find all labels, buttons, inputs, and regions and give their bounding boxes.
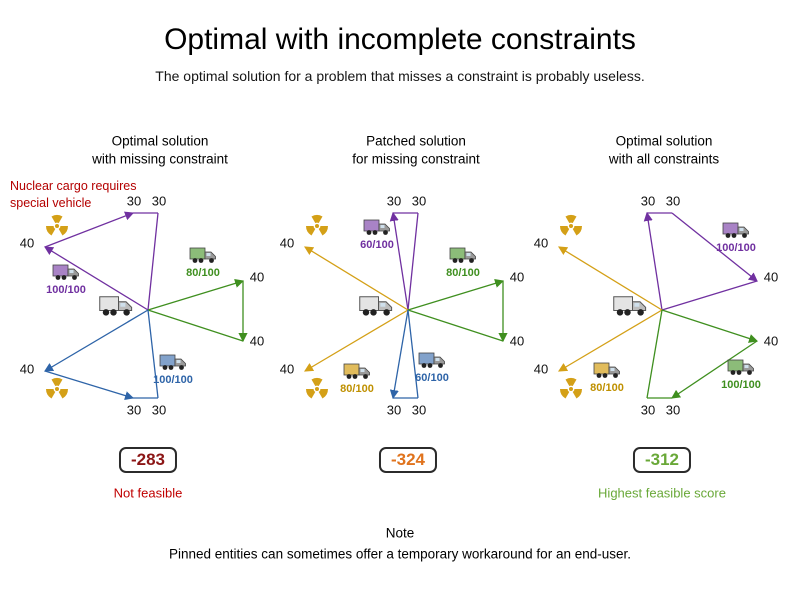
- radiation-icon: [560, 215, 582, 236]
- depot-icon: [359, 296, 393, 316]
- node-label: 30: [665, 402, 681, 418]
- radiation-icon: [306, 378, 328, 399]
- panel1-routes: [44, 211, 248, 401]
- verdict-panel3: Highest feasible score: [598, 485, 726, 501]
- capacity-label: 100/100: [153, 374, 193, 386]
- panel3-heading-line2: with all constraints: [608, 151, 720, 167]
- capacity-label: 80/100: [590, 382, 624, 394]
- page-subtitle: The optimal solution for a problem that …: [155, 68, 645, 84]
- node-label: 40: [763, 269, 779, 285]
- route-blue: [44, 309, 159, 401]
- node-label: 30: [665, 193, 681, 209]
- truck-icon-purple: [363, 219, 390, 235]
- node-label: 30: [411, 193, 427, 209]
- node-label: 30: [386, 193, 402, 209]
- route-purple: [389, 211, 419, 311]
- node-label: 30: [640, 193, 656, 209]
- panel1-heading-line1: Optimal solution: [111, 133, 209, 149]
- route-yellow: [304, 246, 409, 372]
- depot-icon: [99, 296, 133, 316]
- radiation-icon: [560, 378, 582, 399]
- node-label: 40: [19, 361, 35, 377]
- radiation-icons: [46, 215, 582, 399]
- capacity-label: 100/100: [46, 284, 86, 296]
- constraint-annotation-line2: special vehicle: [10, 196, 92, 210]
- node-label: 30: [151, 402, 167, 418]
- node-label: 40: [763, 333, 779, 349]
- node-label: 30: [386, 402, 402, 418]
- panel3-routes: [558, 211, 759, 399]
- node-label: 40: [279, 361, 295, 377]
- radiation-icon: [46, 378, 68, 399]
- truck-icon-green: [449, 247, 476, 263]
- capacity-label: 80/100: [186, 267, 220, 279]
- node-label: 40: [533, 235, 549, 251]
- route-blue: [389, 309, 419, 400]
- capacity-label: 100/100: [721, 379, 761, 391]
- score-badge-panel1: -283: [118, 447, 178, 473]
- score-badge-panel2: -324: [378, 447, 438, 473]
- radiation-icon: [46, 215, 68, 236]
- truck-icon-green: [189, 247, 216, 263]
- route-purple: [44, 211, 159, 311]
- node-label: 30: [411, 402, 427, 418]
- capacity-label: 80/100: [340, 383, 374, 395]
- node-label: 40: [533, 361, 549, 377]
- truck-icon-purple: [722, 222, 749, 238]
- panel2-routes: [304, 211, 508, 400]
- truck-icon-yellow: [343, 363, 370, 379]
- vehicle-icons: [52, 219, 754, 379]
- capacity-label: 60/100: [360, 239, 394, 251]
- node-label: 30: [126, 402, 142, 418]
- capacity-label: 100/100: [716, 242, 756, 254]
- route-purple: [643, 211, 758, 311]
- node-label: 30: [151, 193, 167, 209]
- panel2-heading-line2: for missing constraint: [352, 151, 480, 167]
- depot-icon: [613, 296, 647, 316]
- node-label: 30: [640, 402, 656, 418]
- note-body: Pinned entities can sometimes offer a te…: [169, 546, 631, 562]
- node-label: 30: [126, 193, 142, 209]
- route-yellow: [558, 246, 663, 372]
- truck-icon-blue: [159, 354, 186, 370]
- node-label: 40: [509, 269, 525, 285]
- route-green: [147, 278, 248, 343]
- depot-icons: [99, 296, 647, 316]
- radiation-icon: [306, 215, 328, 236]
- truck-icon-green: [727, 359, 754, 375]
- truck-icon-yellow: [593, 362, 620, 378]
- node-label: 40: [249, 269, 265, 285]
- score-badge-panel3: -312: [632, 447, 692, 473]
- route-green: [646, 309, 759, 399]
- node-label: 40: [509, 333, 525, 349]
- node-label: 40: [279, 235, 295, 251]
- page-title: Optimal with incomplete constraints: [164, 23, 636, 56]
- note-title: Note: [385, 525, 415, 541]
- truck-icon-purple: [52, 264, 79, 280]
- constraint-annotation-line1: Nuclear cargo requires: [10, 179, 137, 193]
- capacity-label: 60/100: [415, 372, 449, 384]
- panel3-heading-line1: Optimal solution: [615, 133, 713, 149]
- node-label: 40: [19, 235, 35, 251]
- panel2-heading-line1: Patched solution: [366, 133, 466, 149]
- node-label: 40: [249, 333, 265, 349]
- capacity-label: 80/100: [446, 267, 480, 279]
- verdict-panel1: Not feasible: [113, 485, 183, 501]
- panel1-heading-line2: with missing constraint: [92, 151, 228, 167]
- truck-icon-blue: [418, 352, 445, 368]
- route-green: [407, 278, 508, 343]
